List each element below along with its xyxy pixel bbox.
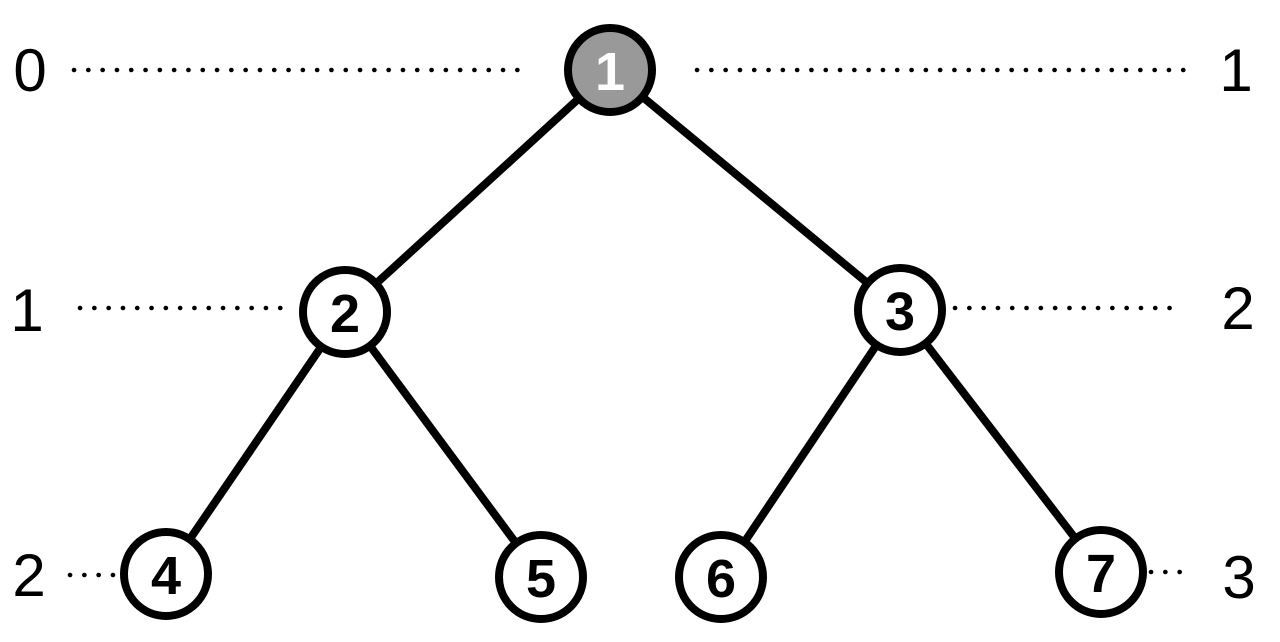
edge-1-2 (342, 67, 613, 315)
tree-node-6-circle (675, 531, 767, 623)
tree-node-7: 7 (1055, 526, 1147, 618)
tree-node-6-label: 6 (706, 549, 736, 609)
index-label-right-1: 2 (1221, 275, 1254, 342)
edge-2-4 (162, 309, 349, 577)
edge-1-3 (607, 66, 903, 314)
tree-node-1: 1 (564, 24, 656, 116)
tree-node-7-circle (1055, 526, 1147, 618)
index-label-right-2: 3 (1222, 544, 1255, 611)
tree-node-1-label: 1 (595, 42, 625, 102)
tree-node-2-circle (299, 266, 391, 358)
edge-3-6 (717, 307, 904, 580)
tree-node-5-label: 5 (526, 549, 556, 609)
tree-node-3: 3 (854, 264, 946, 356)
tree-node-5-circle (495, 531, 587, 623)
index-label-right-0: 1 (1219, 37, 1252, 104)
edge-3-7 (896, 307, 1105, 575)
tree-node-4-label: 4 (151, 546, 181, 606)
depth-label-left-2: 2 (12, 542, 45, 609)
tree-node-2: 2 (299, 266, 391, 358)
depth-label-left-0: 0 (13, 37, 46, 104)
edge-2-5 (341, 309, 545, 580)
tree-node-7-label: 7 (1086, 544, 1116, 604)
tree-node-5: 5 (495, 531, 587, 623)
tree-node-1-circle (564, 24, 656, 116)
tree-node-3-label: 3 (885, 282, 915, 342)
depth-label-left-1: 1 (10, 277, 43, 344)
tree-node-3-circle (854, 264, 946, 356)
tree-node-4-circle (120, 528, 212, 620)
tree-node-2-label: 2 (330, 284, 360, 344)
tree-node-6: 6 (675, 531, 767, 623)
tree-node-4: 4 (120, 528, 212, 620)
